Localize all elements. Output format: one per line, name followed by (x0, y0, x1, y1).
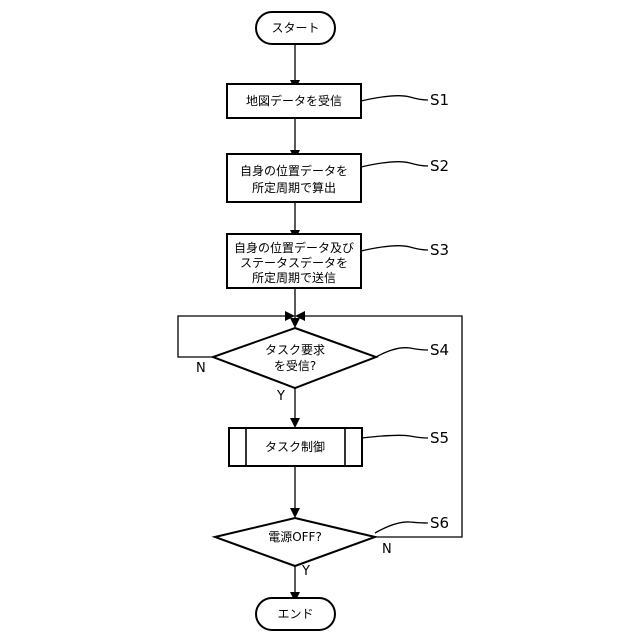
step-s6-text: 電源OFF? (268, 530, 322, 544)
step-s3-text-line2: ステータスデータを (240, 255, 348, 270)
step-s5-text: タスク制御 (265, 439, 325, 454)
step-s5-process: タスク制御 (229, 428, 362, 466)
step-s4-text-line1: タスク要求 (265, 343, 325, 357)
step-s1-text: 地図データを受信 (246, 93, 342, 108)
s4-yes-label: Y (276, 389, 285, 404)
step-s3-text-line3: 所定周期で送信 (252, 270, 336, 285)
step-label-s5: S5 (430, 429, 449, 447)
s6-yes-label: Y (301, 564, 310, 579)
s6-no-label: N (382, 542, 392, 557)
step-s2-text-line1: 自身の位置データを (240, 163, 348, 178)
connectors (178, 44, 462, 592)
start-terminal: スタート (256, 12, 335, 44)
step-s2-text-line2: 所定周期で算出 (252, 180, 336, 195)
step-label-s4: S4 (430, 341, 449, 359)
step-s3-text-line1: 自身の位置データ及び (234, 240, 354, 255)
step-label-s6: S6 (430, 514, 449, 532)
s4-no-label: N (196, 361, 206, 376)
start-label: スタート (271, 21, 319, 35)
step-label-s2: S2 (430, 157, 449, 175)
step-label-s3: S3 (430, 241, 449, 259)
step-s1-box: 地図データを受信 (227, 84, 361, 118)
step-s2-box: 自身の位置データを 所定周期で算出 (227, 154, 361, 202)
step-label-leaders (361, 96, 428, 533)
step-label-s1: S1 (430, 91, 449, 109)
end-terminal: エンド (256, 598, 335, 630)
step-s4-decision: タスク要求 を受信? (213, 328, 376, 388)
end-label: エンド (277, 607, 313, 621)
step-s3-box: 自身の位置データ及び ステータスデータを 所定周期で送信 (227, 234, 361, 288)
step-s4-text-line2: を受信? (274, 359, 316, 373)
step-s6-decision: 電源OFF? (215, 518, 375, 566)
